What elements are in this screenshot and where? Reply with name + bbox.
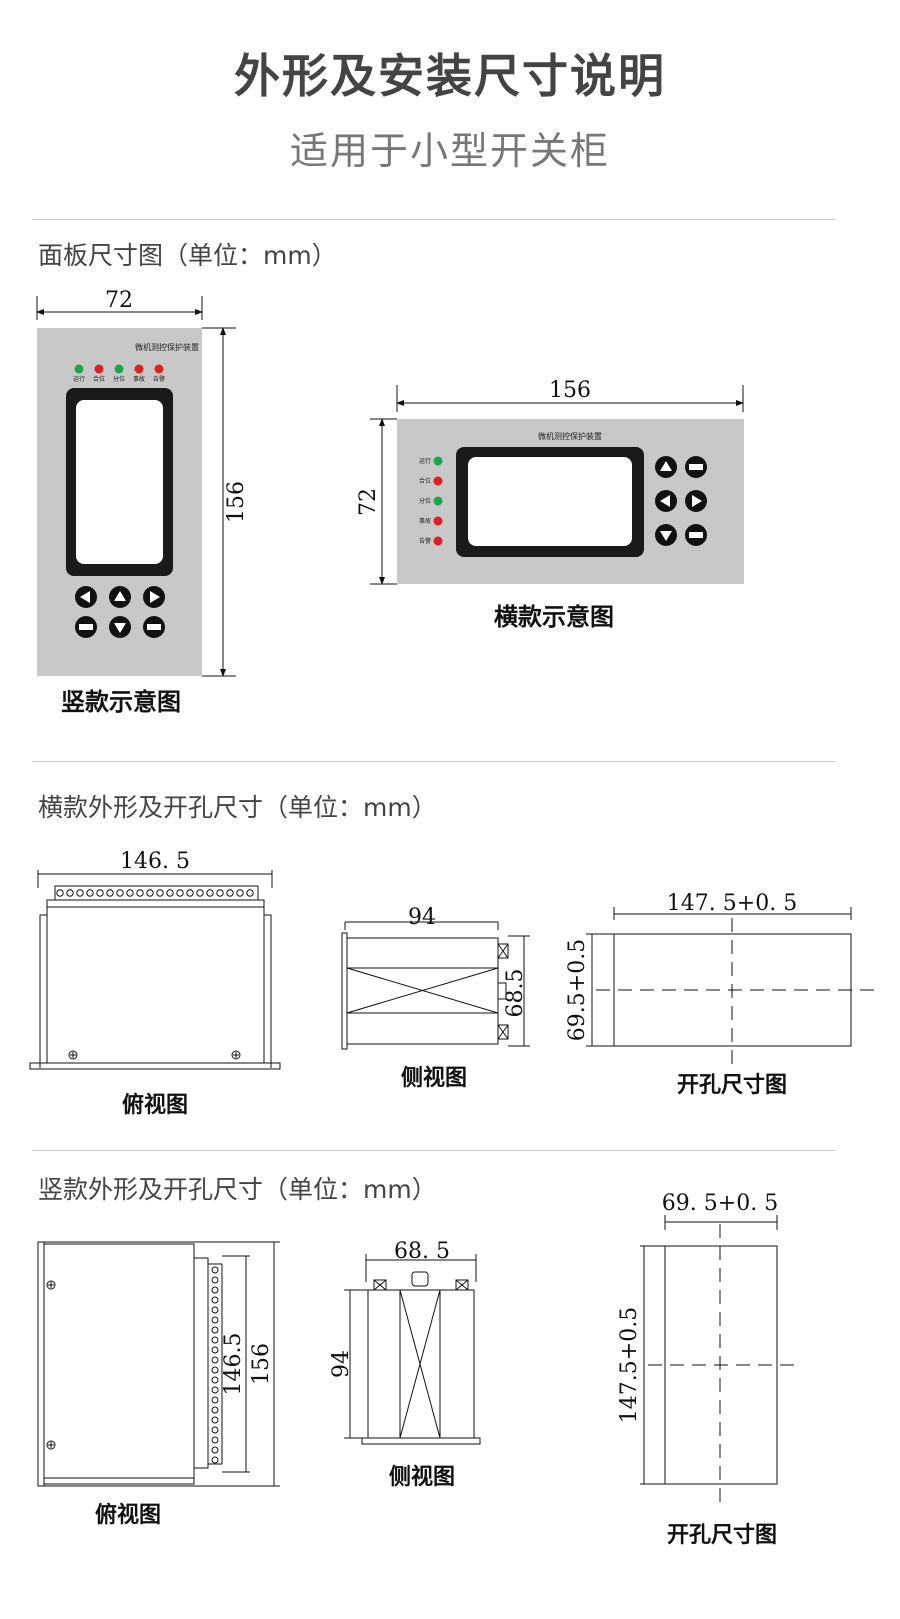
- vertical-top-view-inner-label: 146.5: [221, 1333, 246, 1396]
- vertical-device-name: 微机测控保护装置: [135, 342, 199, 352]
- indicator-fault-icon: [433, 516, 443, 526]
- vertical-cutout-height-label: 147.5+0.5: [617, 1307, 642, 1423]
- vertical-panel-width-label: 72: [105, 288, 133, 313]
- indicator-open-icon: [114, 364, 124, 374]
- vertical-top-view-caption: 俯视图: [95, 1502, 161, 1528]
- vertical-panel-height-label: 156: [224, 481, 249, 523]
- indicator-label: 分位: [419, 497, 431, 505]
- indicator-run-icon: [433, 456, 443, 466]
- indicator-run-icon: [74, 364, 84, 374]
- indicator-alarm-icon: [433, 536, 443, 546]
- cutout-height-label: 69.5+0.5: [565, 939, 590, 1041]
- divider: [32, 1150, 836, 1151]
- indicator-label: 告警: [419, 537, 431, 545]
- section-heading-horizontal-model: 横款外形及开孔尺寸（单位：mm）: [38, 793, 437, 822]
- indicator-label: 事故: [133, 375, 145, 383]
- top-view-caption: 俯视图: [122, 1092, 188, 1118]
- vertical-side-view-caption: 侧视图: [389, 1464, 455, 1490]
- indicator-closed-icon: [433, 476, 443, 486]
- cutout-caption: 开孔尺寸图: [677, 1073, 787, 1098]
- vertical-cutout-view: 69. 5+0. 5 147.5+0.5 开孔尺寸图: [617, 1191, 795, 1548]
- horizontal-panel-width-label: 156: [549, 378, 591, 403]
- side-view-width-label: 94: [408, 905, 436, 930]
- horizontal-indicators: 运行 合位 分位 事故 告警: [419, 456, 443, 546]
- vertical-side-view: 68. 5 94 侧视图: [329, 1239, 481, 1490]
- horizontal-screen: [468, 457, 632, 546]
- horizontal-cutout-view: 147. 5+0. 5 69.5+0.5 开孔尺寸图: [565, 891, 878, 1098]
- terminal-row: [56, 889, 254, 897]
- terminal-column: [211, 1266, 219, 1464]
- vertical-top-view-outer-label: 156: [249, 1343, 274, 1385]
- divider: [32, 219, 836, 220]
- vertical-model-diagram: 146.5 156 俯视图 68. 5 94 侧视图 69. 5+0. 5 14: [37, 1191, 795, 1548]
- top-view-width-label: 146. 5: [120, 849, 190, 874]
- horizontal-panel-caption: 横款示意图: [494, 603, 614, 631]
- vertical-panel-diagram: 72 156 微机测控保护装置 运行 合位 分位 事故 告警: [36, 288, 249, 716]
- indicator-label: 运行: [419, 457, 431, 465]
- indicator-label: 分位: [113, 375, 125, 383]
- indicator-label: 合位: [419, 477, 431, 485]
- vertical-screen: [76, 400, 163, 564]
- indicator-label: 告警: [153, 375, 165, 383]
- section-heading-vertical-model: 竖款外形及开孔尺寸（单位：mm）: [38, 1175, 437, 1204]
- divider: [32, 761, 836, 762]
- vertical-cutout-width-label: 69. 5+0. 5: [662, 1191, 778, 1216]
- side-view-caption: 侧视图: [401, 1065, 467, 1091]
- page-title: 外形及安装尺寸说明: [234, 49, 666, 103]
- indicator-closed-icon: [94, 364, 104, 374]
- vertical-top-view: 146.5 156 俯视图: [37, 1241, 280, 1528]
- side-view-height-label: 68.5: [503, 969, 528, 1018]
- vertical-cutout-caption: 开孔尺寸图: [667, 1523, 777, 1548]
- horizontal-panel-height-label: 72: [356, 488, 381, 516]
- indicator-label: 事故: [419, 517, 431, 525]
- horizontal-panel-diagram: 156 72 微机测控保护装置 运行 合位 分位 事故 告警: [356, 378, 744, 631]
- horizontal-side-view: 94 68.5 侧视图: [341, 905, 530, 1091]
- panel-dimension-diagram: 72 156 微机测控保护装置 运行 合位 分位 事故 告警: [36, 288, 744, 716]
- indicator-fault-icon: [134, 364, 144, 374]
- indicator-label: 运行: [73, 375, 85, 383]
- horizontal-keypad: [655, 456, 707, 546]
- page-subtitle: 适用于小型开关柜: [289, 129, 610, 173]
- indicator-alarm-icon: [154, 364, 164, 374]
- vertical-indicators: 运行 合位 分位 事故 告警: [73, 364, 165, 383]
- horizontal-model-diagram: 146. 5 俯视图 94: [29, 849, 878, 1118]
- horizontal-top-view: 146. 5 俯视图: [29, 849, 281, 1118]
- horizontal-device-name: 微机测控保护装置: [538, 431, 602, 441]
- vertical-keypad: [75, 586, 165, 638]
- vertical-side-view-width-label: 68. 5: [394, 1239, 450, 1264]
- indicator-open-icon: [433, 496, 443, 506]
- vertical-side-view-height-label: 94: [329, 1350, 354, 1378]
- vertical-panel-caption: 竖款示意图: [61, 688, 181, 716]
- cutout-width-label: 147. 5+0. 5: [667, 891, 797, 916]
- indicator-label: 合位: [93, 375, 105, 383]
- section-heading-panel: 面板尺寸图（单位：mm）: [38, 241, 337, 270]
